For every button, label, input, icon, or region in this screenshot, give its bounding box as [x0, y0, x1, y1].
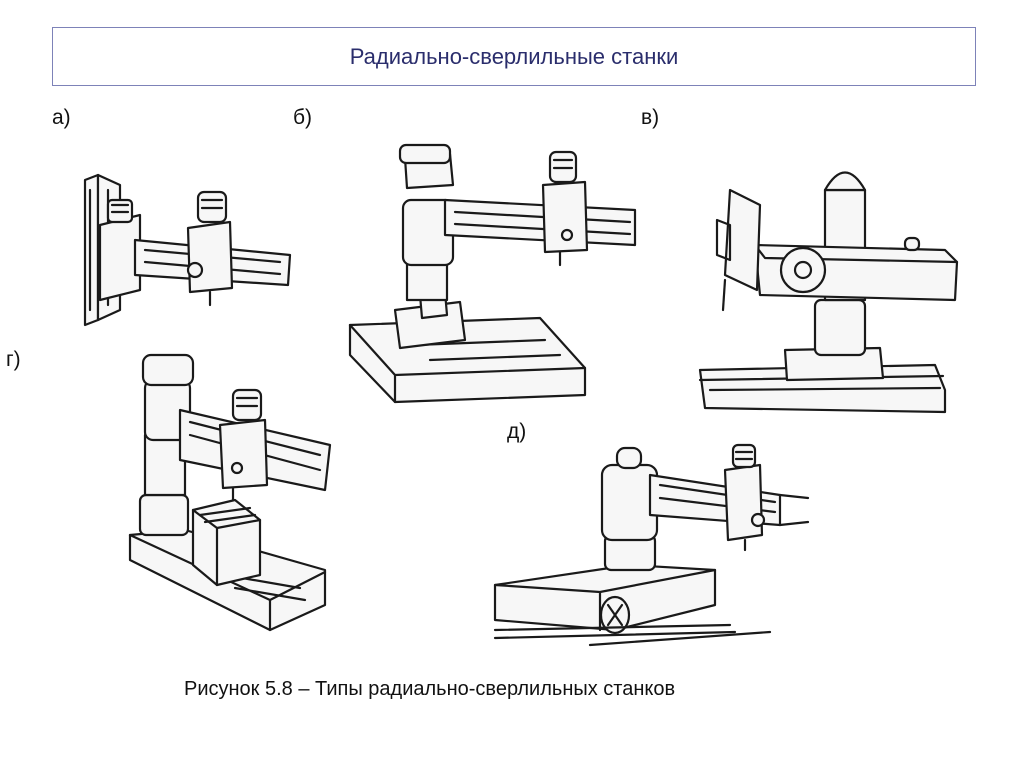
- label-g: г): [6, 348, 21, 371]
- figure-caption: Рисунок 5.8 – Типы радиально-сверлильных…: [184, 678, 676, 700]
- label-a: а): [52, 106, 71, 129]
- slide-title: Радиально-сверлильные станки: [349, 43, 679, 69]
- label-b: б): [293, 106, 313, 129]
- drill-figure-a: [83, 173, 292, 327]
- label-d: д): [507, 420, 527, 443]
- drill-figure-v: [698, 171, 959, 414]
- drill-figure-b: [348, 143, 637, 404]
- title-box: Радиально-сверлильные станки: [52, 27, 976, 86]
- drill-figure-g: [128, 353, 332, 632]
- label-v: в): [641, 106, 660, 129]
- drill-figure-d: [493, 443, 810, 647]
